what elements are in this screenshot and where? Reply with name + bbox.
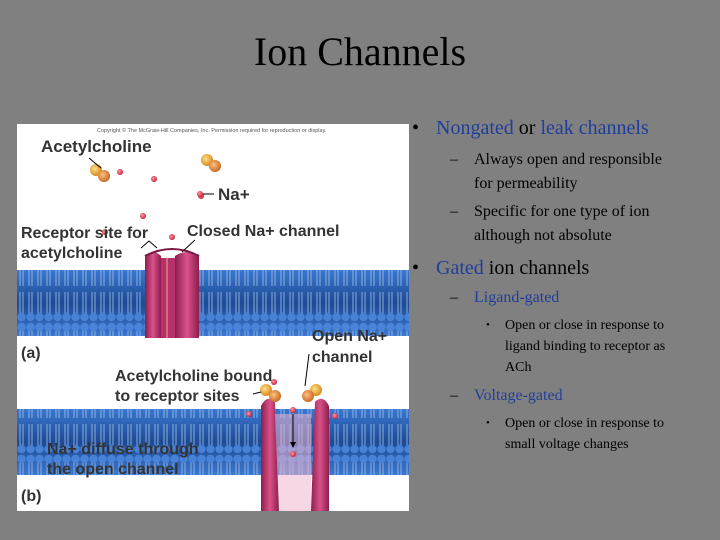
detail-voltage-gated: • Open or close in response to small vol… [486, 413, 718, 455]
acetylcholine-molecule [90, 164, 110, 182]
leader-line [304, 353, 310, 387]
term-voltage-gated: Voltage-gated [474, 387, 563, 404]
panel-label-b: (b) [21, 488, 41, 505]
sub-bullet-voltage-gated: – Voltage-gated [450, 384, 563, 408]
acetylcholine-molecule [201, 154, 221, 172]
label-open-channel-line1: Open Na+ [312, 328, 387, 345]
label-bound-line1: Acetylcholine bound [115, 368, 272, 385]
label-acetylcholine: Acetylcholine [41, 137, 152, 156]
text-ion-channels: ion channels [483, 257, 590, 279]
bullet-marker: • [486, 319, 490, 331]
leader-line [140, 240, 158, 249]
label-na: Na+ [218, 185, 250, 204]
label-open-channel-line2: channel [312, 349, 372, 366]
term-ligand-gated: Ligand-gated [474, 289, 560, 306]
bullet-gated: • Gated ion channels [412, 256, 589, 280]
dash-marker: – [450, 151, 458, 168]
panel-label-a: (a) [21, 345, 41, 362]
leader-line [181, 239, 196, 253]
bullet-marker: • [412, 257, 420, 279]
acetylcholine-bound [260, 384, 322, 402]
dash-marker: – [450, 387, 458, 404]
text-line: small voltage changes [505, 437, 629, 452]
ion-channel-figure: Copyright © The McGraw-Hill Companies, I… [17, 124, 409, 511]
detail-ligand-gated: • Open or close in response to ligand bi… [486, 315, 718, 378]
open-channel [261, 398, 329, 511]
text-line: Specific for one type of ion [474, 203, 650, 220]
sub-bullet-specific: – Specific for one type of ion although … [450, 200, 720, 248]
term-leak-channels: leak channels [540, 117, 649, 139]
leader-line [252, 391, 262, 395]
label-diffuse-line2: the open channel [47, 461, 179, 478]
membrane-a [17, 270, 409, 336]
bullet-nongated: • Nongated or leak channels [412, 116, 649, 140]
sub-bullet-always-open: – Always open and responsible for permea… [450, 148, 720, 196]
membrane-b [17, 409, 409, 475]
text-or: or [513, 117, 541, 139]
ion-channel-illustration: Copyright © The McGraw-Hill Companies, I… [17, 127, 409, 511]
label-bound-line2: to receptor sites [115, 388, 240, 405]
sodium-legend [197, 191, 214, 197]
sodium-ions-a [102, 169, 204, 240]
term-nongated: Nongated [436, 117, 514, 139]
text-line: Always open and responsible [474, 151, 662, 168]
text-line: Open or close in response to [505, 416, 665, 431]
label-diffuse-line1: Na+ diffuse through [47, 441, 199, 458]
text-line: for permeability [474, 175, 578, 192]
slide-title: Ion Channels [253, 29, 467, 74]
dash-marker: – [450, 289, 458, 306]
text-line: although not absolute [474, 227, 612, 244]
text-line: ligand binding to receptor as [505, 339, 666, 354]
term-gated: Gated [436, 257, 484, 279]
closed-channel [144, 248, 200, 338]
leader-line [88, 157, 102, 169]
sodium-ions-b [246, 379, 338, 419]
label-receptor-site-line1: Receptor site for [21, 225, 148, 242]
label-closed-channel: Closed Na+ channel [187, 223, 340, 240]
bullet-marker: • [486, 417, 490, 429]
bullet-marker: • [412, 117, 420, 139]
text-line: ACh [505, 360, 532, 375]
text-line: Open or close in response to [505, 318, 665, 333]
copyright-notice: Copyright © The McGraw-Hill Companies, I… [97, 127, 327, 134]
label-receptor-site-line2: acetylcholine [21, 245, 122, 262]
sub-bullet-ligand-gated: – Ligand-gated [450, 286, 559, 310]
dash-marker: – [450, 203, 458, 220]
